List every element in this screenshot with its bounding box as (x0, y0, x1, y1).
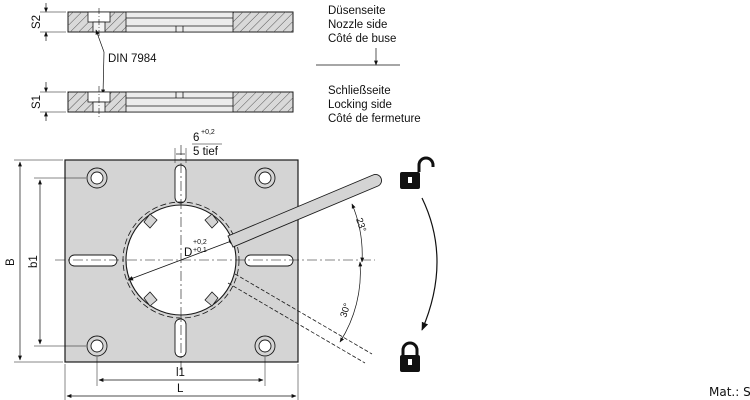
s1-label: S1 (31, 95, 43, 109)
rotation-arrow (421, 197, 438, 331)
padlock-locked-icon (400, 341, 420, 372)
nozzle-side-de: Düsenseite (328, 5, 386, 17)
unlock-angle-label: 30° (338, 302, 353, 319)
nozzle-side-en: Nozzle side (328, 19, 387, 31)
screw-hole (254, 167, 276, 189)
screw-hole (86, 167, 108, 189)
locking-side-de: Schließseite (328, 85, 391, 97)
padlock-unlocked-icon (400, 156, 435, 189)
height-B-label: B (5, 258, 17, 266)
diameter-tol-lower: +0,1 (193, 247, 207, 254)
nozzle-side-labels: Düsenseite Nozzle side Côté de buse (328, 5, 396, 45)
slot-depth-label: 5 tief (193, 146, 219, 158)
locking-side-en: Locking side (328, 99, 392, 111)
locking-side-fr: Côté de fermeture (328, 113, 421, 125)
s2-label: S2 (31, 15, 43, 29)
lever-locked (227, 174, 382, 248)
lock-angle-label: 23° (353, 217, 368, 234)
locking-side-labels: Schließseite Locking side Côté de fermet… (328, 85, 421, 125)
diameter-label: D (184, 247, 192, 259)
din-label: DIN 7984 (108, 53, 157, 65)
height-b1-label: b1 (28, 255, 40, 268)
screw-hole (254, 335, 276, 357)
slot-width-tol: +0,2 (201, 129, 215, 136)
length-l1-label: l1 (176, 367, 185, 379)
screw-hole (86, 335, 108, 357)
section-view-s2: S2 (31, 3, 294, 41)
slot-width-label: 6 (193, 132, 199, 144)
material-label: Mat.: ST (709, 385, 750, 399)
section-view-s1: S1 (31, 82, 294, 121)
length-L-label: L (177, 383, 184, 395)
nozzle-side-fr: Côté de buse (328, 33, 396, 45)
diameter-tol-upper: +0,2 (193, 239, 207, 246)
plan-view: D +0,2 +0,1 6 +0,2 5 tief 23° 30° (5, 129, 438, 400)
